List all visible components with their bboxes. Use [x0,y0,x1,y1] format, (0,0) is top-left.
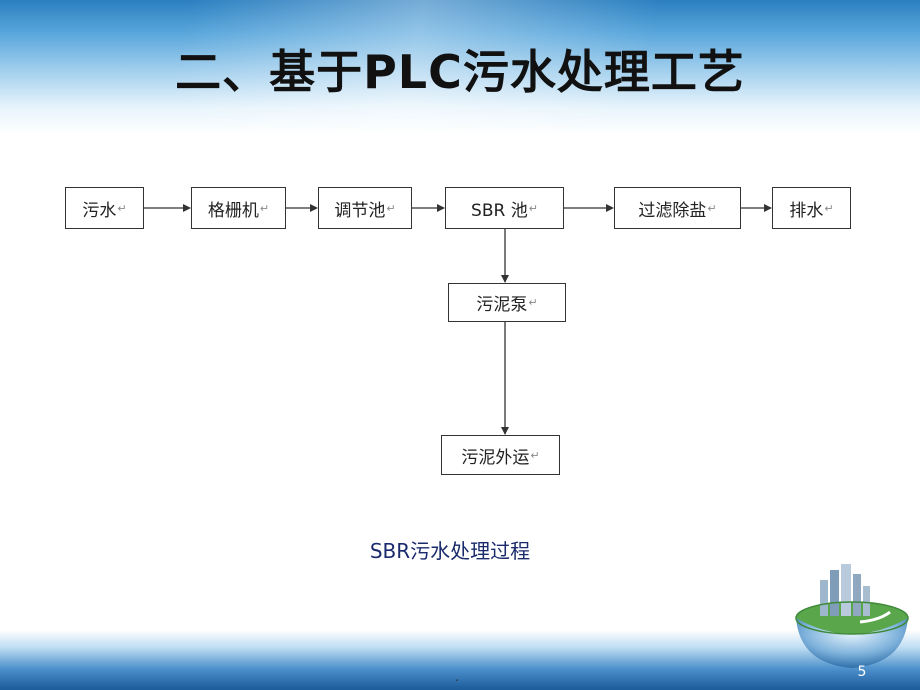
page-number: 5 [857,664,867,680]
node-label: 污泥外运 [461,447,530,468]
paragraph-mark: ↵ [117,201,127,215]
paragraph-mark: ↵ [259,201,270,215]
node-wastewater: 污水↵ [65,187,144,229]
paragraph-mark: ↵ [530,448,540,462]
node-regulating-tank: 调节池↵ [318,187,412,229]
node-label: SBR 池 [471,200,528,221]
footer-dot: . [455,670,459,684]
node-sludge-pump: 污泥泵↵ [448,283,566,322]
paragraph-mark: ↵ [386,201,396,215]
paragraph-mark: ↵ [528,296,538,309]
node-label: 排水 [789,200,824,221]
node-sludge-transport: 污泥外运↵ [441,435,560,475]
paragraph-mark: ↵ [824,201,834,215]
node-label: 调节池 [334,200,386,221]
paragraph-mark: ↵ [707,201,717,215]
node-label: 格栅机 [207,200,259,221]
node-filter-desalt: 过滤除盐↵ [614,187,741,229]
header-gradient-band [0,0,920,135]
footer-gradient-band [0,630,920,690]
node-sbr-tank: SBR 池↵ [445,187,564,229]
globe-city-icon [795,564,909,668]
slide-title: 二、基于PLC污水处理工艺 [175,45,745,99]
node-label: 污水 [82,200,117,221]
node-label: 污泥泵 [476,295,528,315]
paragraph-mark: ↵ [528,201,538,215]
node-label: 过滤除盐 [638,200,707,221]
node-grille: 格栅机↵ [191,187,286,229]
node-discharge: 排水↵ [772,187,851,229]
diagram-caption: SBR污水处理过程 [369,539,531,563]
